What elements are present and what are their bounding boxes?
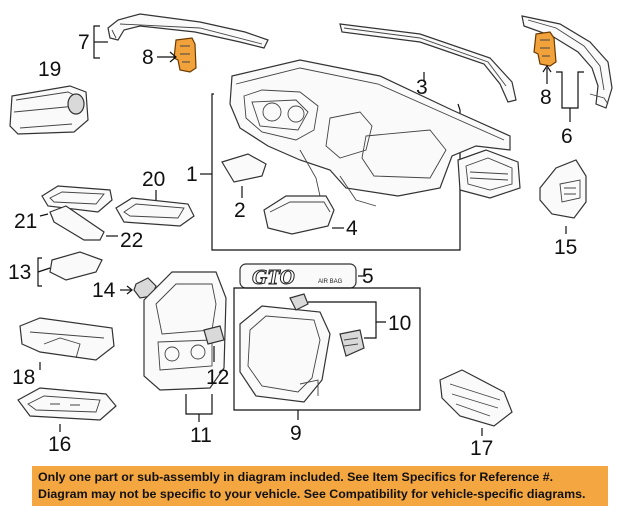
disclaimer-banner: Only one part or sub-assembly in diagram… xyxy=(32,466,608,506)
part-10-bracket-b[interactable] xyxy=(339,329,365,357)
part-19-airbag-module[interactable] xyxy=(9,85,89,135)
part-3-defroster-trim-strip[interactable] xyxy=(339,23,517,103)
part-5-gto-emblem[interactable]: GTO AIR BAG xyxy=(239,263,357,290)
callout-3: 3 xyxy=(416,76,428,99)
leader-8a-arrow xyxy=(169,51,177,63)
callout-1: 1 xyxy=(186,163,198,186)
disclaimer-line-1: Only one part or sub-assembly in diagram… xyxy=(38,470,554,484)
part-9-instrument-cluster-bezel[interactable] xyxy=(239,305,331,403)
callout-4: 4 xyxy=(346,217,358,240)
part-22-storage-door[interactable] xyxy=(49,205,105,241)
emblem-small-text: AIR BAG xyxy=(318,279,343,285)
part-11-center-bezel[interactable] xyxy=(143,271,227,391)
callout-16: 16 xyxy=(48,433,71,456)
callout-7: 7 xyxy=(78,31,90,54)
leader-6 xyxy=(556,71,584,109)
part-15-speaker-grille[interactable] xyxy=(539,159,587,219)
part-4-glove-box-door[interactable] xyxy=(263,195,335,235)
callout-9: 9 xyxy=(290,422,302,445)
parts-diagram: 7 8 3 8 6 19 xyxy=(8,13,613,460)
callout-8-left: 8 xyxy=(142,46,154,69)
callout-13: 13 xyxy=(8,261,31,284)
part-20-storage-compartment[interactable] xyxy=(115,197,195,227)
disclaimer-line-2: Diagram may not be specific to your vehi… xyxy=(38,487,586,501)
callout-6: 6 xyxy=(561,125,573,148)
callout-18: 18 xyxy=(12,366,35,389)
callout-22: 22 xyxy=(120,229,143,252)
callout-15: 15 xyxy=(554,236,577,259)
callout-14: 14 xyxy=(92,279,116,302)
part-8-left-clip[interactable] xyxy=(173,37,197,73)
callout-17: 17 xyxy=(470,437,493,460)
callout-19: 19 xyxy=(38,58,61,81)
part-2-pad[interactable] xyxy=(221,153,267,183)
part-10-bracket-a[interactable] xyxy=(289,293,309,311)
leader-13b xyxy=(37,267,51,273)
leader-11 xyxy=(185,394,213,415)
leader-10 xyxy=(308,301,386,323)
part-16-lower-tray[interactable] xyxy=(17,387,117,421)
emblem-text: GTO xyxy=(252,265,295,289)
part-1-hvac-outlet[interactable] xyxy=(457,149,521,199)
part-6-right-pillar-trim[interactable] xyxy=(521,15,613,109)
cluster-box-9 xyxy=(233,287,421,411)
assembly-box-1 xyxy=(211,93,461,251)
part-21-storage-tray[interactable] xyxy=(41,185,113,213)
part-1-instrument-panel[interactable] xyxy=(229,59,511,207)
part-12-bracket[interactable] xyxy=(203,325,225,345)
callout-8-right: 8 xyxy=(540,86,552,109)
callout-10: 10 xyxy=(388,312,411,335)
callout-11: 11 xyxy=(190,424,212,447)
part-7-left-pillar-trim[interactable] xyxy=(107,13,269,49)
leader-8b-arrow xyxy=(542,64,552,73)
callout-12: 12 xyxy=(206,366,229,389)
part-13-trim-panel[interactable] xyxy=(49,251,103,281)
leader-10b xyxy=(364,322,377,339)
callout-2: 2 xyxy=(234,199,246,222)
leader-14-arrow xyxy=(126,285,133,295)
callout-21: 21 xyxy=(14,210,37,233)
leader-21 xyxy=(39,213,49,217)
part-17-side-panel[interactable] xyxy=(439,369,513,427)
callout-20: 20 xyxy=(142,168,165,191)
callout-5: 5 xyxy=(362,265,374,288)
part-8-right-clip[interactable] xyxy=(533,31,557,67)
part-18-reinforcement-bracket[interactable] xyxy=(19,317,115,361)
